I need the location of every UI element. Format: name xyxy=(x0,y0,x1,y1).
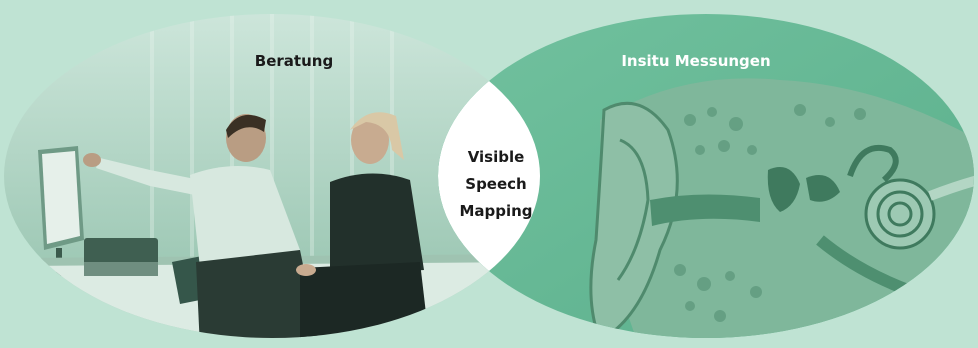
intersection-label-line-3: Mapping xyxy=(459,202,532,220)
monitor xyxy=(38,146,84,276)
intersection-label-line-1: Visible xyxy=(468,148,525,166)
right-circle-label: Insitu Messungen xyxy=(621,52,770,70)
cochlea xyxy=(864,178,936,250)
ear-anatomy-illustration xyxy=(589,78,974,338)
intersection-label-line-2: Speech xyxy=(465,175,526,193)
man-figure xyxy=(83,114,320,338)
right-circle xyxy=(438,14,974,338)
left-circle-label: Beratung xyxy=(255,52,333,70)
